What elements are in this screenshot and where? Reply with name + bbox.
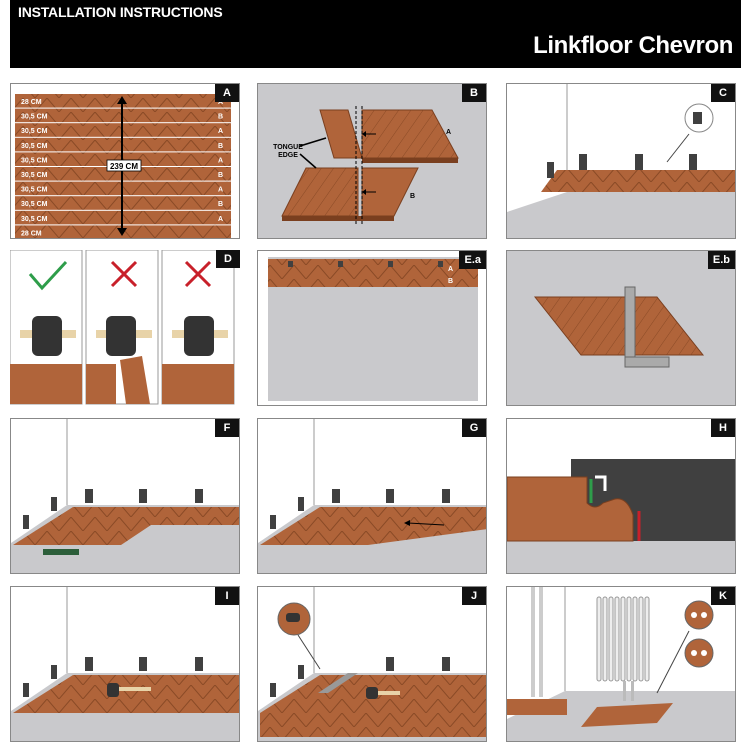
row-type-label: A xyxy=(218,99,223,106)
panel-letter: G xyxy=(462,419,486,437)
total-length-label: 239 CM xyxy=(110,162,138,171)
panel-g-illustration xyxy=(258,419,486,573)
radiator-pipe xyxy=(623,681,626,701)
panel-d-illustration xyxy=(10,250,235,405)
panel-letter: E.b xyxy=(707,251,735,269)
panel-h-illustration xyxy=(507,459,735,573)
row-width-label: 30,5 CM xyxy=(21,201,48,208)
row-width-label: 30,5 CM xyxy=(21,172,48,179)
radiator-pipe xyxy=(631,681,634,701)
panel-a-illustration: 28 CM A 30,5 CM B 30,5 CM A 30,5 CM B 30,5 CM A 30… xyxy=(15,94,231,238)
row-width-label: 30,5 CM xyxy=(21,216,48,223)
row-width-label: 30,5 CM xyxy=(21,157,48,164)
row-width-label: 30,5 CM xyxy=(21,114,48,121)
panel-j-illustration xyxy=(258,587,486,741)
row-type-label: B xyxy=(218,143,223,150)
tongue-edge-label-2: EDGE xyxy=(278,152,298,159)
row-width-label: 30,5 CM xyxy=(21,128,48,135)
panel-b: TONGUE EDGE A B B xyxy=(257,83,487,239)
panel-i: I xyxy=(10,586,240,742)
panel-ea-illustration: A B xyxy=(268,257,478,401)
panel-h: H xyxy=(506,418,736,574)
row-type-label: A xyxy=(218,216,223,223)
row-b-label: B xyxy=(448,278,453,285)
row-width-label: 30,5 CM xyxy=(21,187,48,194)
row-width-label: 30,5 CM xyxy=(21,143,48,150)
panel-letter: F xyxy=(215,419,239,437)
row-type-label: B xyxy=(218,114,223,121)
panel-letter: K xyxy=(711,587,735,605)
panel-letter: C xyxy=(711,84,735,102)
panel-i-illustration xyxy=(11,587,239,741)
panel-eb-illustration xyxy=(507,251,735,405)
panel-k-illustration xyxy=(507,587,735,741)
product-name-title: Linkfloor Chevron xyxy=(533,32,733,59)
radiator-column xyxy=(638,596,644,682)
panel-ea: A B E.a xyxy=(257,250,487,406)
panel-j: J xyxy=(257,586,487,742)
panel-letter: J xyxy=(462,587,486,605)
radiator-column xyxy=(620,596,626,682)
plank-b-label: B xyxy=(410,193,415,200)
panel-d: D xyxy=(10,250,240,406)
panel-f: F xyxy=(10,418,240,574)
panel-a: 28 CM A 30,5 CM B 30,5 CM A 30,5 CM B 30,5 CM A 30… xyxy=(10,83,240,239)
row-type-label: A xyxy=(218,187,223,194)
panel-letter: I xyxy=(215,587,239,605)
panel-f-illustration xyxy=(11,419,239,573)
radiator-column xyxy=(644,596,650,682)
plank-a-label: A xyxy=(446,129,451,136)
header-bar: INSTALLATION INSTRUCTIONS Linkfloor Chev… xyxy=(10,0,741,68)
row-width-label: 28 CM xyxy=(21,230,42,237)
panel-g: G xyxy=(257,418,487,574)
row-a-label: A xyxy=(448,266,453,273)
panel-letter: A xyxy=(215,84,239,102)
row-type-label: B xyxy=(218,172,223,179)
panel-k: K xyxy=(506,586,736,742)
panel-c: C xyxy=(506,83,736,239)
row-type-label: A xyxy=(218,128,223,135)
radiator-column xyxy=(608,596,614,682)
row-type-label: A xyxy=(218,157,223,164)
panel-letter: D xyxy=(216,250,240,268)
installation-instructions-title: INSTALLATION INSTRUCTIONS xyxy=(18,4,223,20)
panel-letter: B xyxy=(462,84,486,102)
panel-eb: E.b xyxy=(506,250,736,406)
panel-c-illustration xyxy=(507,84,735,238)
radiator-column xyxy=(626,596,632,682)
panel-letter: H xyxy=(711,419,735,437)
radiator-column xyxy=(602,596,608,682)
radiator-column xyxy=(614,596,620,682)
radiator-column xyxy=(596,596,602,682)
panel-letter: E.a xyxy=(459,251,486,269)
row-width-label: 28 CM xyxy=(21,99,42,106)
radiator-column xyxy=(632,596,638,682)
row-type-label: B xyxy=(218,201,223,208)
tongue-edge-label-1: TONGUE xyxy=(273,144,303,151)
panel-b-illustration: TONGUE EDGE A B xyxy=(258,84,486,238)
